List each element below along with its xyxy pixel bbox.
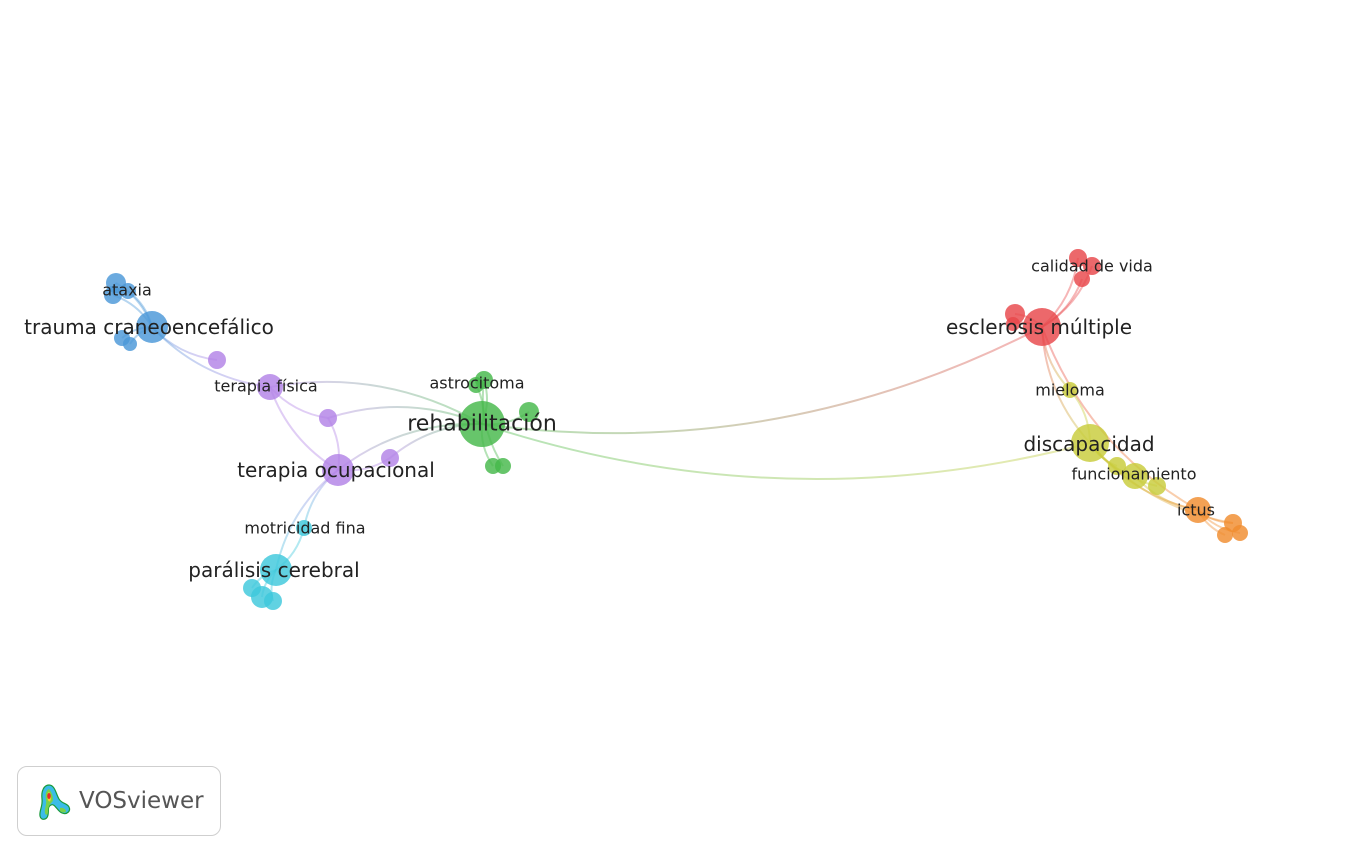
node-c3[interactable] xyxy=(264,592,282,610)
link-rehabilitacion-discapacidad xyxy=(481,423,1091,480)
node-funcionamiento[interactable] xyxy=(1122,463,1148,489)
label-terapia_fisica: terapia física xyxy=(214,377,317,396)
node-g2[interactable] xyxy=(519,402,539,422)
vosviewer-logo-icon xyxy=(39,784,71,820)
node-r2[interactable] xyxy=(1074,271,1090,287)
node-discapacidad[interactable] xyxy=(1071,424,1109,462)
node-o3[interactable] xyxy=(1232,525,1248,541)
node-trauma[interactable] xyxy=(136,311,168,343)
label-trauma: trauma craneoencefálico xyxy=(24,315,274,339)
node-r1[interactable] xyxy=(1069,249,1087,267)
node-b2[interactable] xyxy=(120,283,136,299)
node-p1[interactable] xyxy=(319,409,337,427)
node-g4[interactable] xyxy=(495,458,511,474)
vosviewer-logo[interactable]: VOSviewer xyxy=(17,766,221,836)
label-ictus: ictus xyxy=(1177,501,1215,520)
node-p2[interactable] xyxy=(208,351,226,369)
node-r4[interactable] xyxy=(1006,317,1020,331)
node-y1[interactable] xyxy=(1108,457,1126,475)
node-ictus[interactable] xyxy=(1185,497,1211,523)
node-calidad[interactable] xyxy=(1083,257,1101,275)
node-b4[interactable] xyxy=(123,337,137,351)
node-paralisis[interactable] xyxy=(260,554,292,586)
label-esclerosis: esclerosis múltiple xyxy=(946,315,1132,339)
node-b1[interactable] xyxy=(104,286,122,304)
label-terapia_ocupacional: terapia ocupacional xyxy=(237,458,435,482)
node-p3[interactable] xyxy=(381,449,399,467)
node-o2[interactable] xyxy=(1217,527,1233,543)
node-rehabilitacion[interactable] xyxy=(459,401,505,447)
label-ataxia: ataxia xyxy=(102,281,152,300)
node-g1[interactable] xyxy=(468,377,484,393)
label-discapacidad: discapacidad xyxy=(1023,432,1154,456)
link-rehabilitacion-esclerosis xyxy=(481,326,1043,435)
label-funcionamiento: funcionamiento xyxy=(1072,465,1197,484)
label-motricidad: motricidad fina xyxy=(244,519,365,538)
node-motricidad[interactable] xyxy=(296,520,312,536)
node-esclerosis[interactable] xyxy=(1023,308,1061,346)
label-calidad: calidad de vida xyxy=(1031,257,1153,276)
label-astrocitoma: astrocitoma xyxy=(429,374,524,393)
logo-text: VOSviewer xyxy=(79,788,204,814)
links-layer xyxy=(111,257,1241,602)
nodes-layer xyxy=(104,249,1248,610)
label-mieloma: mieloma xyxy=(1035,381,1105,400)
node-y2[interactable] xyxy=(1148,477,1166,495)
label-paralisis: parálisis cerebral xyxy=(188,558,359,582)
node-terapia_fisica[interactable] xyxy=(257,374,283,400)
link-rehabilitacion-terapia_fisica xyxy=(269,380,483,425)
node-terapia_ocupacional[interactable] xyxy=(322,454,354,486)
label-rehabilitacion: rehabilitación xyxy=(407,412,557,437)
node-mieloma[interactable] xyxy=(1062,382,1078,398)
labels-layer: rehabilitación astrocitoma trauma craneoen… xyxy=(24,257,1215,583)
